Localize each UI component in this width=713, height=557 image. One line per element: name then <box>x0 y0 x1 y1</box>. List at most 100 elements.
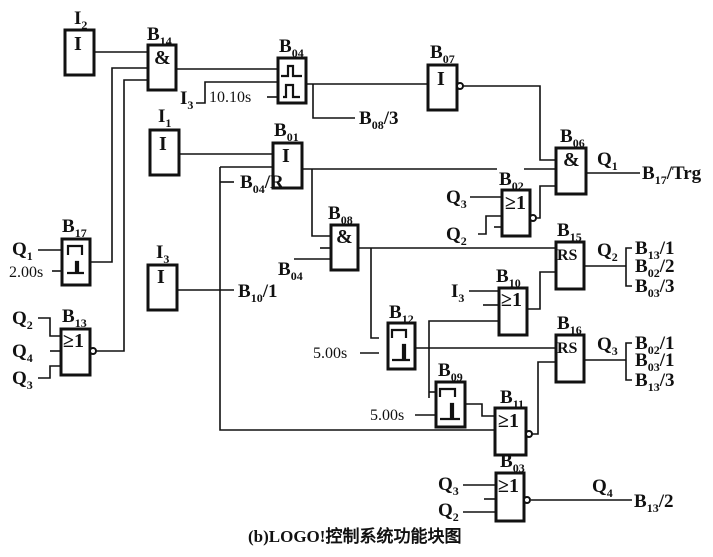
pulse-timer-icon <box>438 387 457 397</box>
block-label: B11 <box>500 387 524 411</box>
ref-b04-r: B04/R <box>240 172 284 196</box>
block-label: B08 <box>328 203 353 227</box>
block-b03[interactable]: ≥1 B03 Q3 Q2 Q4 <box>438 451 613 524</box>
ref-q4-b13-2: B13/2 <box>634 491 673 515</box>
or-symbol: ≥1 <box>501 289 522 311</box>
pulse-timer-icon-base <box>67 260 84 275</box>
or-symbol: ≥1 <box>505 192 526 214</box>
and-symbol: & <box>563 149 580 171</box>
block-b16[interactable]: RS B16 Q3 <box>554 313 618 384</box>
input-block-i1[interactable]: I I1 <box>148 106 181 177</box>
wire-b13-b14 <box>96 79 148 352</box>
ref-b04: B04 <box>278 259 303 283</box>
input-block-i2[interactable]: I I2 <box>63 8 96 77</box>
block-label: B15 <box>557 220 582 244</box>
output-q4-label: Q4 <box>592 476 613 500</box>
block-b14[interactable]: & B14 <box>146 24 178 92</box>
input-q2-label: Q2 <box>12 308 33 332</box>
block-b08[interactable]: & B08 <box>328 203 360 272</box>
rs-symbol: RS <box>557 247 578 264</box>
wire-rail-vertical <box>219 167 495 431</box>
timer-param: 2.00s <box>9 264 43 281</box>
block-b17[interactable]: B17 Q1 2.00s <box>9 216 92 287</box>
block-label: B14 <box>147 24 172 48</box>
input-i3-label: I3 <box>451 281 464 305</box>
output-q2-label: Q2 <box>597 240 618 264</box>
input-q1-label: Q1 <box>12 239 33 263</box>
block-b01[interactable]: I B01 <box>271 120 304 190</box>
or-symbol: ≥1 <box>498 475 519 497</box>
block-label: B10 <box>496 266 521 290</box>
negation-icon <box>89 347 97 355</box>
wire-b02-b06 <box>534 185 556 219</box>
block-b11[interactable]: ≥1 B11 <box>493 387 533 457</box>
pulse-timer-icon-base <box>440 402 460 421</box>
input-block-i3[interactable]: I I3 <box>146 242 179 312</box>
wire-b04-b08ref <box>312 84 355 119</box>
block-label: B02 <box>499 169 524 193</box>
block-b02[interactable]: ≥1 B02 Q3 Q2 <box>446 169 537 248</box>
wire-q3-b13 <box>38 365 61 379</box>
block-label: B13 <box>62 306 87 330</box>
wire-q2-b13 <box>38 317 61 337</box>
block-b06[interactable]: & B06 Q1 <box>554 126 618 196</box>
and-symbol: & <box>154 47 171 69</box>
on-delay-icon <box>281 64 302 78</box>
block-b10[interactable]: ≥1 B10 I3 <box>451 266 529 337</box>
input-q2-label: Q2 <box>446 224 467 248</box>
block-label: B12 <box>389 302 414 326</box>
input-q4-label: Q4 <box>12 341 33 365</box>
block-label: B17 <box>62 216 87 240</box>
wire-b11-b16 <box>531 361 556 435</box>
block-label: B07 <box>430 42 455 66</box>
or-symbol: ≥1 <box>498 410 519 432</box>
block-b04[interactable]: B04 10.10s I3 <box>180 36 308 112</box>
wire-b09-b11 <box>465 403 495 417</box>
pulse-timer-icon <box>390 328 408 338</box>
timer-param: 5.00s <box>370 407 404 424</box>
negation-icon <box>529 214 537 222</box>
and-symbol: & <box>336 226 353 248</box>
block-label: B01 <box>274 120 299 144</box>
ref-q3-b02-1: B02/1 <box>635 333 674 357</box>
wire-i3-b04 <box>196 81 278 104</box>
ref-b10-1: B10/1 <box>238 281 277 305</box>
ref-q2-b03-3: B03/3 <box>635 276 674 300</box>
ref-b08-3: B08/3 <box>359 108 398 132</box>
wire-b17-b14 <box>90 67 148 263</box>
block-label: B06 <box>560 126 585 150</box>
timer-param: 10.10s <box>209 89 251 106</box>
block-b07[interactable]: I B07 <box>426 42 464 112</box>
timer-param: 5.00s <box>313 345 347 362</box>
block-label: B09 <box>438 360 463 384</box>
negation-icon <box>456 82 464 90</box>
or-symbol: ≥1 <box>63 330 84 352</box>
block-label: B03 <box>500 451 525 475</box>
figure-caption: (b)LOGO!控制系统功能块图 <box>248 526 461 546</box>
block-label: B16 <box>557 313 582 337</box>
block-b12[interactable]: B12 5.00s <box>313 302 417 371</box>
input-symbol: I <box>74 33 82 55</box>
input-q3-label: Q3 <box>12 368 33 392</box>
block-b09[interactable]: B09 5.00s <box>370 360 467 429</box>
input-symbol: I <box>157 266 165 288</box>
input-label: I2 <box>74 8 87 32</box>
not-symbol: I <box>437 68 445 90</box>
param-input-label: I3 <box>180 88 193 112</box>
output-q1-label: Q1 <box>597 149 618 173</box>
wire-b09-b10 <box>428 320 499 398</box>
block-b13[interactable]: ≥1 B13 Q2 Q4 Q3 <box>12 306 97 392</box>
ref-q3-b13-3: B13/3 <box>635 370 674 394</box>
input-q2-label: Q2 <box>438 500 459 524</box>
block-b15[interactable]: RS B15 Q2 <box>554 220 618 291</box>
wires <box>38 51 640 513</box>
bracket-q2 <box>625 247 632 287</box>
block-symbol: I <box>282 145 290 167</box>
ref-q2-b02-2: B02/2 <box>635 256 674 280</box>
negation-icon <box>523 496 531 504</box>
ref-q2-b13-1: B13/1 <box>635 238 674 262</box>
output-q3-label: Q3 <box>597 334 618 358</box>
wire-b01-b08 <box>311 169 331 237</box>
pulse-timer-icon <box>66 244 84 255</box>
ref-b17-trg: B17/Trg <box>642 163 702 187</box>
